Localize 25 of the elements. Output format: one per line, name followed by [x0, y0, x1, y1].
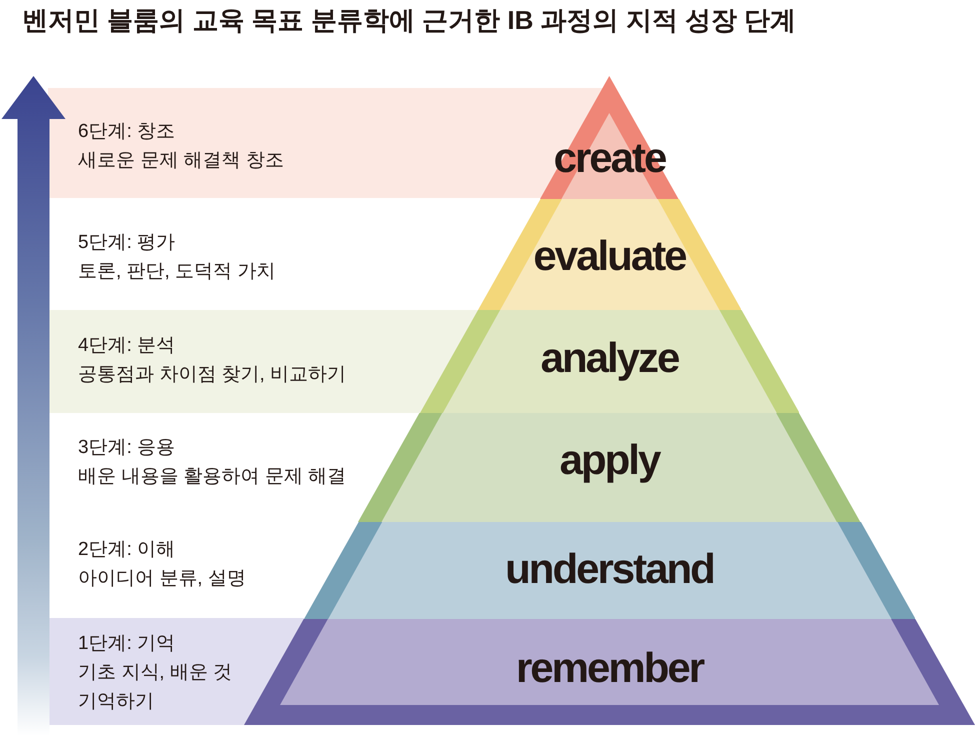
stage-description: 새로운 문제 해결책 창조 — [78, 149, 284, 173]
tier-label: evaluate — [533, 234, 686, 278]
stage-description: 기초 지식, 배운 것 기억하기 — [78, 661, 234, 714]
pyramid-tier — [358, 413, 861, 522]
stage-title: 4단계: 분석 — [78, 334, 176, 358]
stage-description: 공통점과 차이점 찾기, 비교하기 — [78, 363, 346, 387]
pyramid-tier — [244, 619, 975, 725]
tier-label: remember — [516, 646, 704, 690]
diagram-title: 벤저민 블룸의 교육 목표 분류학에 근거한 IB 과정의 지적 성장 단계 — [22, 4, 796, 37]
stage-description: 토론, 판단, 도덕적 가치 — [78, 260, 276, 284]
stage-title: 2단계: 이해 — [78, 538, 176, 562]
pyramid-tier — [420, 310, 800, 413]
stage-description: 아이디어 분류, 설명 — [78, 567, 246, 591]
stage-title: 3단계: 응용 — [78, 436, 176, 460]
stage-description: 배운 내용을 활용하여 문제 해결 — [78, 465, 346, 489]
stage-title: 1단계: 기억 — [78, 632, 176, 656]
tier-label: apply — [560, 438, 660, 482]
tier-label: analyze — [540, 336, 678, 380]
tier-label: create — [554, 136, 666, 180]
pyramid-tier — [540, 76, 679, 199]
stage-title: 6단계: 창조 — [78, 120, 176, 144]
tier-label: understand — [505, 547, 714, 591]
stage-title: 5단계: 평가 — [78, 231, 176, 255]
pyramid-tier — [304, 522, 916, 619]
pyramid-tier — [478, 199, 742, 310]
